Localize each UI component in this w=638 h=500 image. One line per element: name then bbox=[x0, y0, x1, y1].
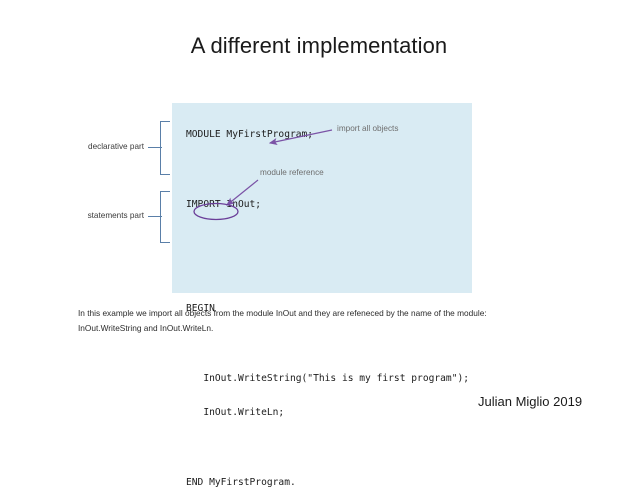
module-reference-annotation: module reference bbox=[260, 168, 324, 177]
code-line: InOut.WriteLn; bbox=[186, 407, 285, 419]
declarative-part-brace bbox=[160, 121, 170, 175]
statements-part-leader bbox=[148, 216, 156, 217]
import-all-objects-annotation: import all objects bbox=[337, 124, 399, 133]
code-line: BEGIN bbox=[186, 303, 215, 315]
code-line: InOut.WriteString("This is my first prog… bbox=[186, 372, 470, 384]
declarative-part-brace-tick bbox=[154, 147, 162, 148]
code-line-blank bbox=[186, 338, 476, 350]
statements-part-brace bbox=[160, 191, 170, 243]
statements-part-brace-tick bbox=[154, 216, 162, 217]
code-line-blank bbox=[186, 164, 476, 176]
code-listing: MODULE MyFirstProgram; IMPORT InOut; BEG… bbox=[186, 106, 476, 500]
page-title: A different implementation bbox=[190, 33, 448, 58]
explanation-paragraph: In this example we import all objects fr… bbox=[78, 306, 508, 335]
statements-part-label: statements part bbox=[87, 211, 144, 220]
footer-credit: Julian Miglio 2019 bbox=[478, 394, 583, 409]
explanation-line-1: In this example we import all objects fr… bbox=[78, 308, 487, 318]
code-line-blank bbox=[186, 268, 476, 280]
code-line-blank bbox=[186, 442, 476, 454]
declarative-part-leader bbox=[148, 147, 156, 148]
declarative-part-label: declarative part bbox=[88, 142, 144, 151]
code-line-blank bbox=[186, 234, 476, 246]
code-line: END MyFirstProgram. bbox=[186, 477, 296, 488]
explanation-line-2: InOut.WriteString and InOut.WriteLn. bbox=[78, 322, 214, 333]
code-line: MODULE MyFirstProgram; bbox=[186, 129, 314, 141]
code-line: IMPORT InOut; bbox=[186, 198, 262, 210]
